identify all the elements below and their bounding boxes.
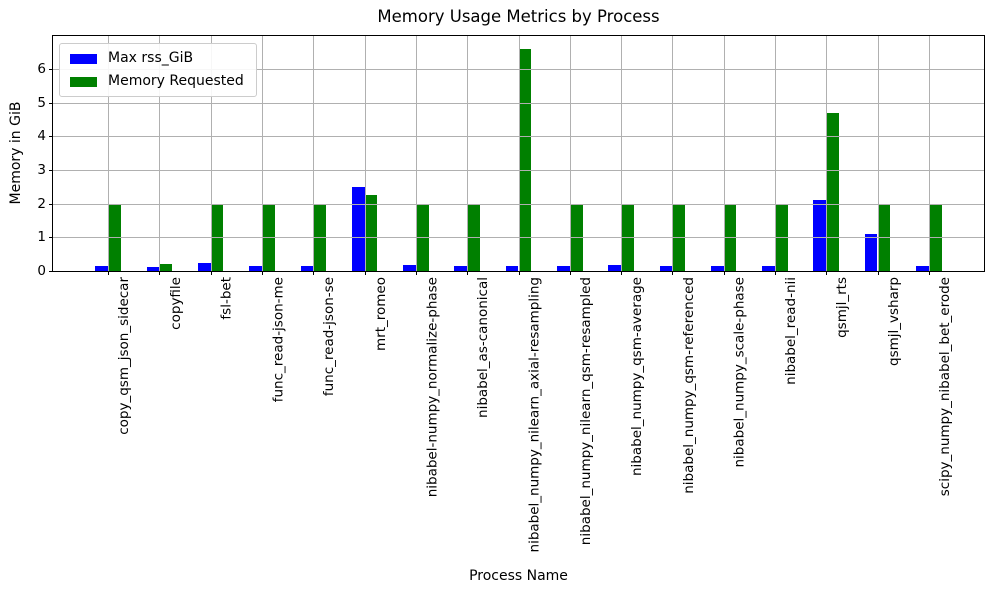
y-axis-label: Memory in GiB [8, 101, 24, 205]
x-tick-mark [826, 271, 828, 275]
gridline-vertical [467, 36, 469, 271]
gridline-vertical [210, 36, 212, 271]
gridline-vertical [159, 36, 161, 271]
bar-max-rss-gib [916, 266, 929, 271]
x-tick-mark [877, 271, 879, 275]
legend-label: Memory Requested [108, 73, 244, 89]
gridline-vertical [313, 36, 315, 271]
bar-max-rss-gib [864, 234, 878, 271]
bar-max-rss-gib [557, 266, 570, 271]
y-tick-mark [49, 69, 53, 70]
y-tick-mark [49, 102, 53, 104]
legend-swatch [70, 53, 97, 64]
x-tick-label: func_read-json-se [321, 277, 338, 397]
y-tick-label: 5 [37, 94, 46, 111]
y-tick-label: 0 [37, 263, 46, 279]
x-tick-label: func_read-json-me [270, 277, 286, 403]
x-tick-label: nibabel_read-nii [783, 277, 799, 385]
x-tick-label: nibabel_numpy_nilearn_axial-resampling [526, 277, 543, 553]
y-tick-label: 2 [37, 195, 46, 212]
plot-area: Max rss_GiB Memory Requested [52, 35, 985, 272]
bar-max-rss-gib [249, 266, 262, 271]
gridline-vertical [928, 36, 930, 271]
gridline-vertical [723, 36, 725, 271]
x-tick-mark [108, 271, 110, 275]
y-tick-label: 4 [37, 128, 46, 145]
x-tick-mark [569, 271, 571, 275]
x-tick-mark [723, 271, 725, 275]
x-tick-label: nibabel_numpy_nilearn_qsm-resampled [577, 277, 594, 546]
bar-max-rss-gib [95, 266, 109, 271]
gridline-vertical [518, 36, 520, 271]
x-tick-mark [775, 271, 776, 275]
gridline-vertical [826, 36, 828, 271]
bar-max-rss-gib [813, 200, 827, 271]
x-tick-label: copyfile [167, 277, 184, 330]
bar-max-rss-gib [659, 266, 673, 271]
x-tick-mark [467, 271, 469, 275]
gridline-vertical [621, 36, 623, 271]
gridline-vertical [262, 36, 263, 271]
gridline-vertical [415, 36, 417, 271]
x-tick-label: nibabel_numpy_qsm-average [629, 277, 646, 476]
x-axis-label: Process Name [469, 568, 568, 584]
gridline-vertical [672, 36, 674, 271]
x-tick-label: nibabel_numpy_scale-phase [731, 277, 748, 468]
bar-max-rss-gib [710, 266, 724, 271]
y-tick-mark [49, 237, 53, 239]
gridline-vertical [364, 36, 366, 271]
bar-memory-requested [826, 112, 840, 271]
x-tick-mark [262, 271, 263, 275]
legend-label: Max rss_GiB [108, 50, 194, 66]
bar-memory-requested [159, 264, 173, 271]
gridline-vertical [775, 36, 776, 271]
x-tick-label: fsl-bet [218, 277, 235, 320]
bar-max-rss-gib [351, 186, 365, 271]
x-tick-mark [672, 271, 674, 275]
x-tick-mark [313, 271, 315, 275]
x-tick-label: qsmjl_rts [834, 277, 851, 338]
legend-item-memory-requested: Memory Requested [70, 73, 244, 90]
x-tick-mark [210, 271, 212, 275]
x-tick-label: nibabel_as-canonical [475, 277, 492, 418]
y-tick-label: 6 [37, 61, 46, 77]
bar-memory-requested [364, 195, 378, 271]
bar-max-rss-gib [762, 266, 775, 271]
gridline-vertical [569, 36, 571, 271]
gridline-vertical [108, 36, 110, 271]
x-tick-label: copy_qsm_json_sidecar [116, 277, 133, 435]
bar-max-rss-gib [197, 262, 211, 271]
x-tick-label: qsmjl_vsharp [885, 277, 902, 366]
chart-title: Memory Usage Metrics by Process [377, 7, 660, 26]
y-tick-label: 1 [37, 229, 46, 246]
x-tick-label: scipy_numpy_nibabel_bet_erode [936, 277, 953, 497]
bar-max-rss-gib [403, 265, 416, 271]
y-tick-label: 3 [37, 162, 46, 178]
gridline-vertical [877, 36, 879, 271]
y-tick-mark [49, 203, 53, 205]
legend-item-max-rss-gib: Max rss_GiB [70, 50, 244, 67]
x-tick-mark [364, 271, 366, 275]
bar-max-rss-gib [146, 266, 160, 271]
bar-max-rss-gib [454, 266, 468, 271]
x-tick-mark [621, 271, 623, 275]
bar-max-rss-gib [608, 265, 622, 271]
legend-swatch [70, 76, 97, 87]
legend: Max rss_GiB Memory Requested [59, 43, 257, 97]
x-tick-mark [415, 271, 417, 275]
x-tick-mark [518, 271, 520, 275]
x-tick-label: nibabel_numpy_qsm-referenced [680, 277, 697, 494]
y-tick-mark [49, 271, 53, 272]
bar-max-rss-gib [505, 265, 519, 271]
y-tick-mark [49, 170, 53, 171]
x-tick-label: mrt_romeo [372, 277, 389, 351]
x-tick-mark [928, 271, 930, 275]
bar-max-rss-gib [300, 266, 314, 271]
x-tick-mark [159, 271, 161, 275]
y-tick-mark [49, 136, 53, 138]
x-tick-label: nibabel-numpy_normalize-phase [423, 277, 440, 498]
bar-memory-requested [518, 48, 532, 271]
